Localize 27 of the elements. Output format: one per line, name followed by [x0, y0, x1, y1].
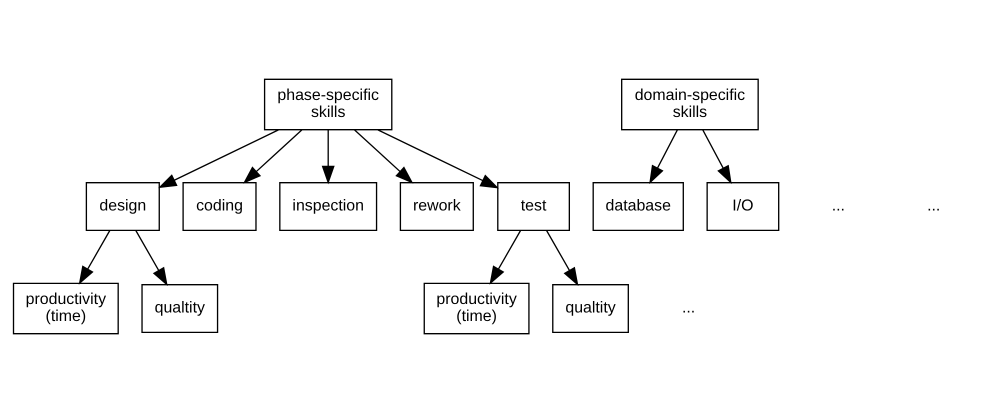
node-box: domain-specific skills [621, 78, 759, 130]
arrow [78, 230, 110, 284]
arrow [158, 128, 279, 188]
node-box: productivity (time) [424, 282, 530, 334]
arrow [649, 129, 678, 184]
node-box: rework [400, 181, 474, 231]
arrow [702, 129, 732, 184]
arrow [354, 128, 414, 184]
arrow [322, 129, 335, 184]
node-box: qualtity [141, 284, 218, 333]
node-box: coding [182, 181, 257, 231]
node-box: phase-specific skills [264, 78, 392, 130]
arrow [135, 230, 168, 286]
label: ... [927, 197, 940, 214]
arrow [243, 128, 302, 184]
node-box: test [497, 181, 570, 231]
node-box: I/O [706, 181, 780, 231]
label: ... [682, 299, 696, 316]
arrow [378, 128, 499, 188]
node-box: qualtity [552, 284, 629, 333]
node-box: inspection [279, 181, 378, 231]
node-box: database [592, 181, 684, 231]
node-box: design [86, 181, 160, 231]
node-box: productivity (time) [12, 282, 119, 334]
arrow [546, 230, 578, 286]
arrow [489, 230, 522, 284]
label: ... [832, 197, 845, 214]
